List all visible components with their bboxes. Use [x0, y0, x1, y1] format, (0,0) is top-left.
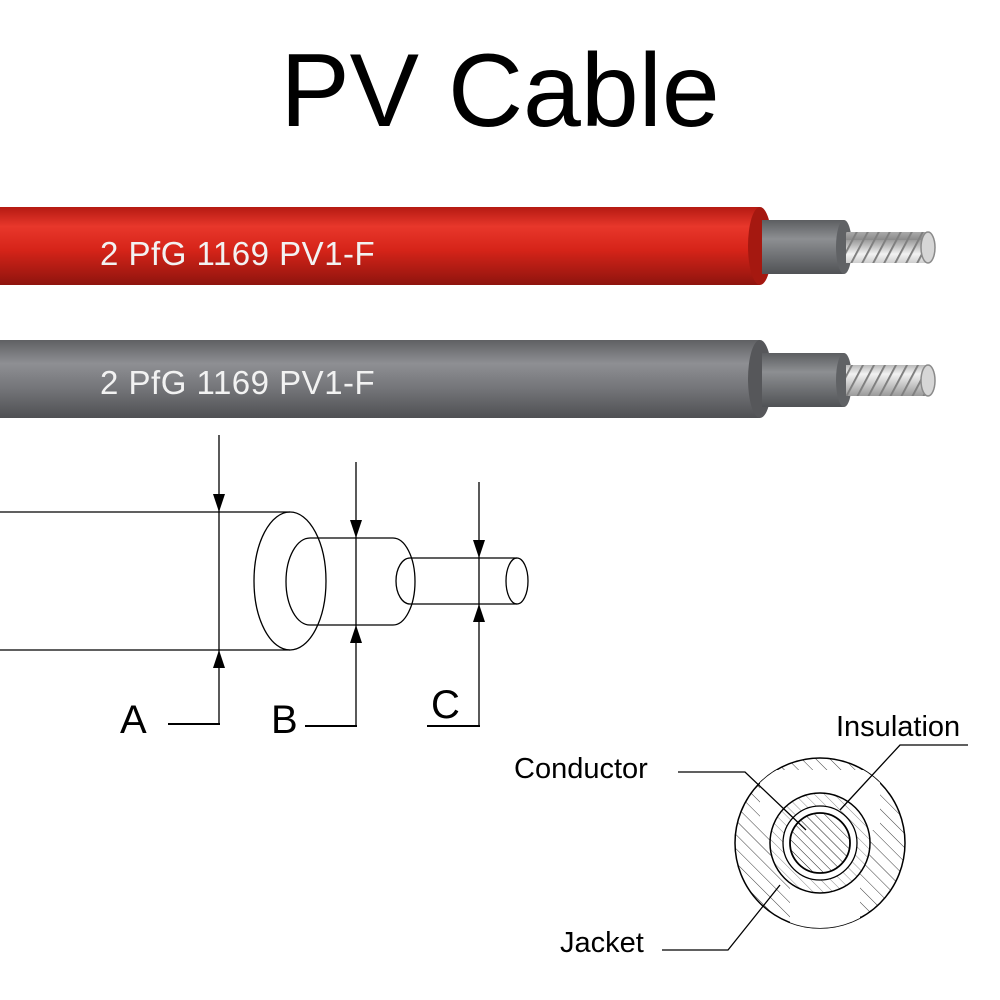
- gray-cable-jacket: [0, 340, 760, 418]
- gray-cable-print: 2 PfG 1169 PV1-F: [100, 364, 375, 401]
- jacket-end-right: [289, 511, 327, 651]
- gray-cable-insulation: [762, 353, 844, 407]
- gray-cable: 2 PfG 1169 PV1-F: [0, 340, 936, 418]
- red-cable-print: 2 PfG 1169 PV1-F: [100, 235, 375, 272]
- red-cable-conductor-end: [920, 231, 936, 264]
- red-cable-conductor: [846, 232, 928, 263]
- dimension-b-label: B: [271, 698, 298, 742]
- conductor-end: [505, 557, 529, 605]
- jacket-end-left: [253, 511, 291, 651]
- red-cable: 2 PfG 1169 PV1-F: [0, 207, 936, 285]
- dimension-a-arrow-top: [213, 494, 225, 512]
- dimension-a-label: A: [120, 698, 147, 742]
- dimension-c-arrow-top: [473, 540, 485, 558]
- dimension-c-label: C: [431, 683, 460, 727]
- conductor-label: Conductor: [514, 753, 648, 785]
- conductor-hatch: [790, 813, 850, 873]
- insulation-end-right: [392, 537, 416, 626]
- red-cable-insulation: [762, 220, 844, 274]
- jacket-outline: [0, 511, 290, 651]
- cross-section: Insulation Conductor Jacket: [514, 711, 968, 959]
- gray-cable-conductor: [846, 365, 928, 396]
- dimension-c-arrow-bottom: [473, 604, 485, 622]
- insulation-outline: [310, 537, 393, 626]
- red-cable-jacket: [0, 207, 760, 285]
- dimension-b-arrow-bottom: [350, 625, 362, 643]
- jacket-leader: [662, 884, 781, 951]
- jacket-label: Jacket: [560, 927, 644, 959]
- dimension-b-arrow-top: [350, 520, 362, 538]
- insulation-leader: [839, 744, 968, 811]
- insulation-end-left: [285, 537, 311, 626]
- conductor-end-left: [395, 557, 411, 605]
- page-title: PV Cable: [280, 33, 719, 149]
- insulation-label: Insulation: [836, 711, 960, 743]
- conductor-leader: [678, 771, 807, 831]
- conductor-outline: [410, 557, 517, 605]
- gray-cable-conductor-end: [920, 364, 936, 397]
- dimension-drawing: A B C: [0, 435, 529, 742]
- dimension-a-arrow-bottom: [213, 650, 225, 668]
